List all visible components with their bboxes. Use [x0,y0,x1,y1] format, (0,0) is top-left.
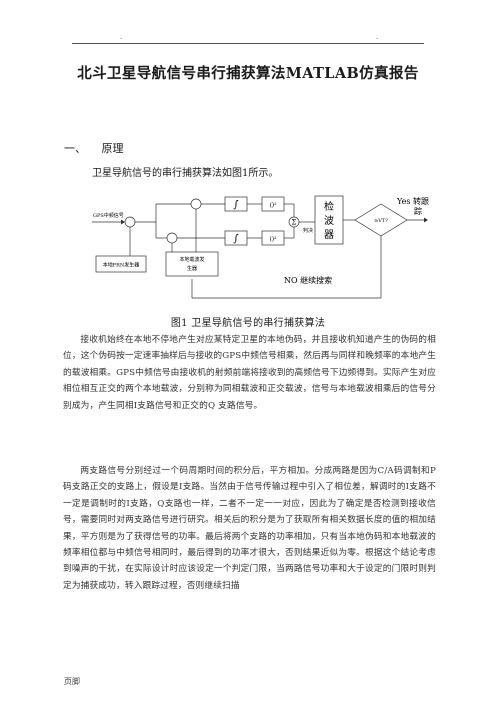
squarer-q-label: ()² [269,236,277,243]
yes-branch-label: Yes 转跟 [396,196,429,206]
header-dot-left: . [120,33,123,41]
no-branch-label: NO 继续搜索 [284,275,332,285]
decision-label: 判决 [303,227,313,234]
body-paragraph-1: 接收机始终在本地不停地产生对应某特定卫星的本地伪码，并且接收机知道产生的伪码的相… [63,335,436,411]
integrator-i-label: ∫ [233,200,238,211]
section-number: 一、 [64,142,86,155]
threshold-label: ≥VT? [374,218,388,224]
body-paragraph-2: 两支路信号分别经过一个码周期时间的积分后，平方相加。分成两路是因为C/A码调制和… [63,466,436,591]
carrier-generator-label-2: 生器 [187,265,197,272]
header-rule [72,43,424,44]
figure-caption: 图1 卫星导航信号的串行捕获算法 [170,318,326,329]
prn-generator-label: 本地PRN发生器 [103,262,140,269]
detector-label-3: 器 [324,229,334,241]
gps-signal-label: GPS中频信号 [93,212,124,219]
summer-symbol: Σ [292,219,297,227]
section-title: 原理 [101,142,124,155]
yes-branch-label-2: 踪 [414,206,422,216]
detector-label-1: 检 [324,200,334,213]
page-footer: 页脚 [64,677,80,686]
integrator-q-label: ∫ [233,234,238,245]
intro-sentence: 卫星导航信号的串行捕获算法如图1所示。 [92,168,279,179]
acquisition-block-diagram: GPS中频信号 本地PRN发生器 本地载波发 生器 ∫ ∫ ()² ()² Σ … [92,195,429,299]
carrier-generator-label-1: 本地载波发 [179,256,204,263]
squarer-i-label: ()² [269,202,277,209]
detector-label-2: 波 [324,214,334,227]
document-title: 北斗卫星导航信号串行捕获算法MATLAB仿真报告 [77,65,419,82]
header-dot-right: . [376,33,379,41]
section-heading: 一、 原理 [64,140,124,156]
